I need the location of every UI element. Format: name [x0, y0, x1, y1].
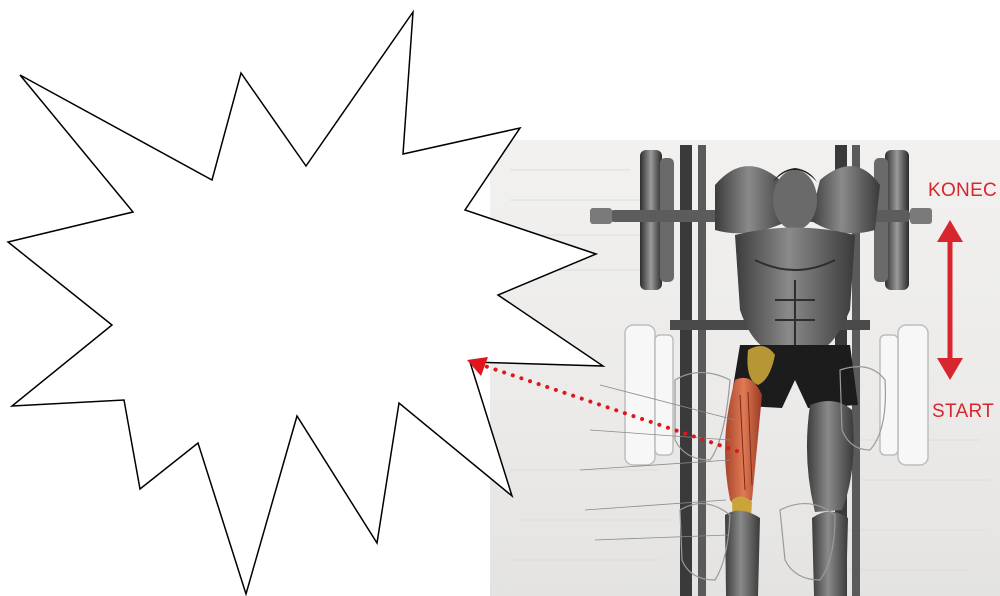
dotted-arrow-icon: [0, 0, 1000, 596]
exercise-diagram: KONEC START: [0, 0, 1000, 596]
